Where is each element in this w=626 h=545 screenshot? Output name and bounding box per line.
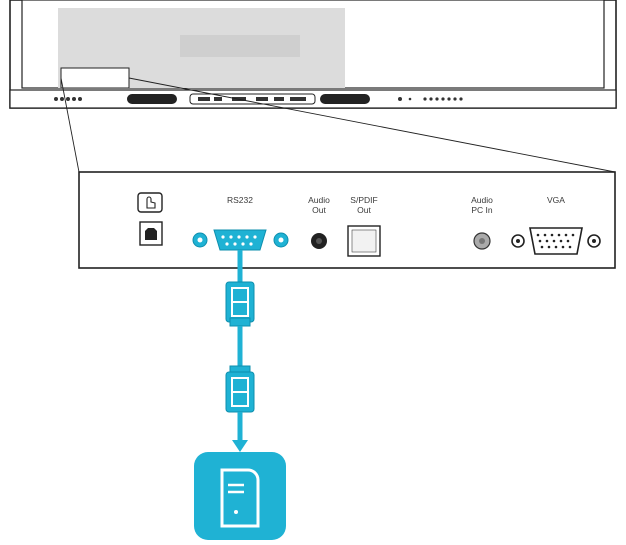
db9-connector-icon bbox=[225, 365, 255, 413]
zoom-line-right bbox=[128, 77, 616, 173]
left-indicator-dots bbox=[54, 97, 82, 101]
serial-port-icon bbox=[192, 229, 289, 251]
vga-port-icon bbox=[511, 227, 601, 255]
audio-out-jack bbox=[311, 233, 327, 249]
port-label-spdif-out: S/PDIF Out bbox=[350, 195, 378, 215]
port-label-rs232: RS232 bbox=[227, 195, 253, 205]
callout-box bbox=[60, 67, 130, 89]
usb-b-port bbox=[139, 221, 163, 246]
rs232-cable bbox=[225, 250, 255, 452]
computer-tower-icon bbox=[194, 452, 286, 540]
port-label-audio-pc-in: Audio PC In bbox=[471, 195, 493, 215]
port-label-audio-out: Audio Out bbox=[308, 195, 330, 215]
connector-panel bbox=[78, 171, 616, 269]
left-speaker bbox=[127, 94, 177, 104]
port-label-vga: VGA bbox=[547, 195, 565, 205]
audio-pc-in-jack bbox=[473, 232, 491, 250]
right-indicator-dots bbox=[398, 97, 463, 101]
optical-port-icon bbox=[347, 225, 381, 257]
right-speaker bbox=[320, 94, 370, 104]
db9-connector-icon bbox=[225, 281, 255, 327]
zoom-line-left bbox=[60, 77, 80, 173]
display-unit bbox=[9, 0, 617, 109]
touch-usb-icon bbox=[137, 192, 163, 213]
screen-speckle bbox=[180, 35, 300, 57]
port-strip bbox=[189, 93, 316, 105]
arrow-head bbox=[232, 440, 248, 452]
